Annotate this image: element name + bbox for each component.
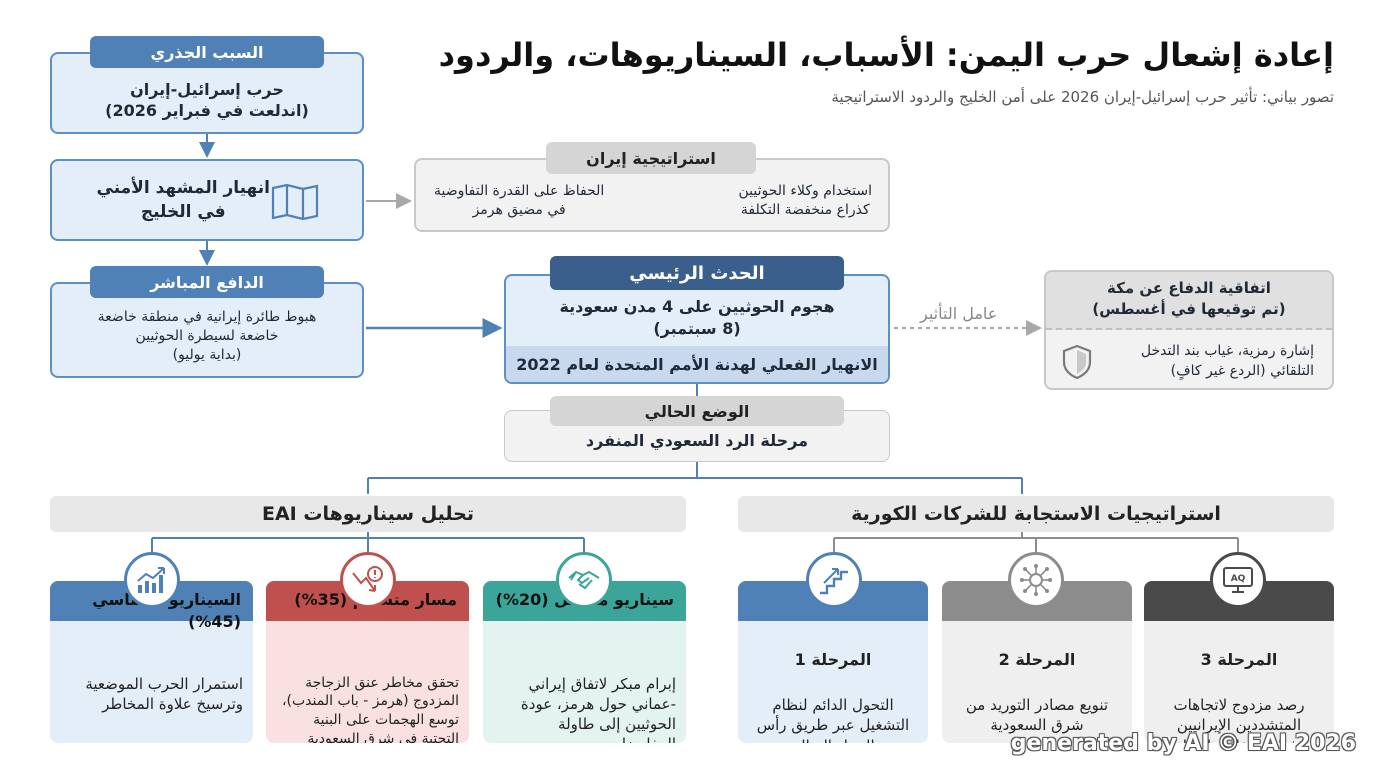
strategies-section-title: استراتيجيات الاستجابة للشركات الكورية bbox=[738, 496, 1334, 532]
stairs-icon bbox=[806, 552, 862, 608]
map-icon bbox=[270, 183, 320, 225]
mecca-pact-box: اتفاقية الدفاع عن مكة (تم توقيعها في أغس… bbox=[1044, 270, 1334, 390]
strategy-text: رصد مزدوج لاتجاهات المتشددين الإيرانيين … bbox=[1173, 696, 1305, 743]
iran-strategy-right: استخدام وكلاء الحوثيين كذراع منخفضة التك… bbox=[738, 183, 872, 218]
strategy-card-phase-3: المرحلة 3 رصد مزدوج لاتجاهات المتشددين ا… bbox=[1144, 581, 1334, 743]
strategy-text: التحول الدائم لنظام التشغيل عبر طريق رأس… bbox=[756, 696, 910, 743]
page-subtitle: تصور بياني: تأثير حرب إسرائيل-إيران 2026… bbox=[831, 88, 1334, 106]
network-icon bbox=[1008, 552, 1064, 608]
scenario-text: إبرام مبكر لاتفاق إيراني -عماني حول هرمز… bbox=[520, 674, 676, 744]
line-scenarios-tree bbox=[151, 532, 585, 552]
strategy-card-phase-1: المرحلة 1 التحول الدائم لنظام التشغيل عب… bbox=[738, 581, 928, 743]
gulf-collapse-box: انهيار المشهد الأمني في الخليج bbox=[50, 159, 364, 241]
root-cause-label: السبب الجذري bbox=[90, 36, 324, 68]
watermark: generated by AI © EAI 2026 bbox=[1010, 731, 1356, 756]
strategy-card-phase-2: المرحلة 2 تنويع مصادر التوريد من شرق الس… bbox=[942, 581, 1132, 743]
main-event-text: هجوم الحوثيين على 4 مدن سعودية (8 سبتمبر… bbox=[559, 297, 835, 339]
root-cause-text: حرب إسرائيل-إيران (اندلعت في فبراير 2026… bbox=[105, 80, 309, 120]
svg-text:AQ: AQ bbox=[1231, 574, 1246, 584]
warning-decline-icon bbox=[340, 552, 396, 608]
trend-chart-icon bbox=[124, 552, 180, 608]
scenario-card-optimistic: سيناريو متفائل (20%) إبرام مبكر لاتفاق إ… bbox=[483, 581, 686, 743]
influence-label: عامل التأثير bbox=[920, 304, 998, 323]
strategy-title: المرحلة 3 bbox=[1200, 650, 1278, 670]
current-status-text: مرحلة الرد السعودي المنفرد bbox=[585, 431, 809, 450]
strategy-text: تنويع مصادر التوريد من شرق السعودية bbox=[965, 696, 1109, 735]
line-strategies-tree bbox=[833, 532, 1239, 552]
scenario-text: استمرار الحرب الموضعية وترسيخ علاوة المخ… bbox=[85, 674, 243, 713]
strategy-title: المرحلة 2 bbox=[998, 650, 1076, 670]
current-status-label: الوضع الحالي bbox=[550, 396, 844, 426]
page-title: إعادة إشعال حرب اليمن: الأسباب، السيناري… bbox=[438, 36, 1334, 74]
scenario-card-pessimistic: مسار متشائم (35%) تحقق مخاطر عنق الزجاجة… bbox=[266, 581, 469, 743]
scenarios-section-title: تحليل سيناريوهات EAI bbox=[50, 496, 686, 532]
main-event-label: الحدث الرئيسي bbox=[550, 256, 844, 290]
direct-trigger-text: هبوط طائرة إيرانية في منطقة خاضعة خاضعة … bbox=[97, 309, 317, 363]
monitor-icon: AQ bbox=[1210, 552, 1266, 608]
scenario-text: تحقق مخاطر عنق الزجاجة المزدوج (هرمز - ب… bbox=[282, 674, 459, 744]
direct-trigger-box: هبوط طائرة إيرانية في منطقة خاضعة خاضعة … bbox=[50, 282, 364, 378]
strategy-title: المرحلة 1 bbox=[794, 650, 872, 670]
main-event-box: هجوم الحوثيين على 4 مدن سعودية (8 سبتمبر… bbox=[504, 274, 890, 384]
iran-strategy-left: الحفاظ على القدرة التفاوضية في مضيق هرمز bbox=[434, 183, 605, 218]
line-status-split bbox=[367, 462, 1023, 494]
iran-strategy-label: استراتيجية إيران bbox=[546, 142, 756, 174]
direct-trigger-label: الدافع المباشر bbox=[90, 266, 324, 298]
gulf-collapse-text: انهيار المشهد الأمني في الخليج bbox=[96, 178, 270, 222]
mecca-pact-text: إشارة رمزية، غياب بند التدخل التلقائي (ا… bbox=[1140, 343, 1314, 379]
shield-icon bbox=[1062, 344, 1092, 384]
handshake-icon bbox=[556, 552, 612, 608]
main-event-footer: الانهيار الفعلي لهدنة الأمم المتحدة لعام… bbox=[506, 346, 888, 382]
mecca-pact-title: اتفاقية الدفاع عن مكة (تم توقيعها في أغس… bbox=[1046, 272, 1332, 330]
